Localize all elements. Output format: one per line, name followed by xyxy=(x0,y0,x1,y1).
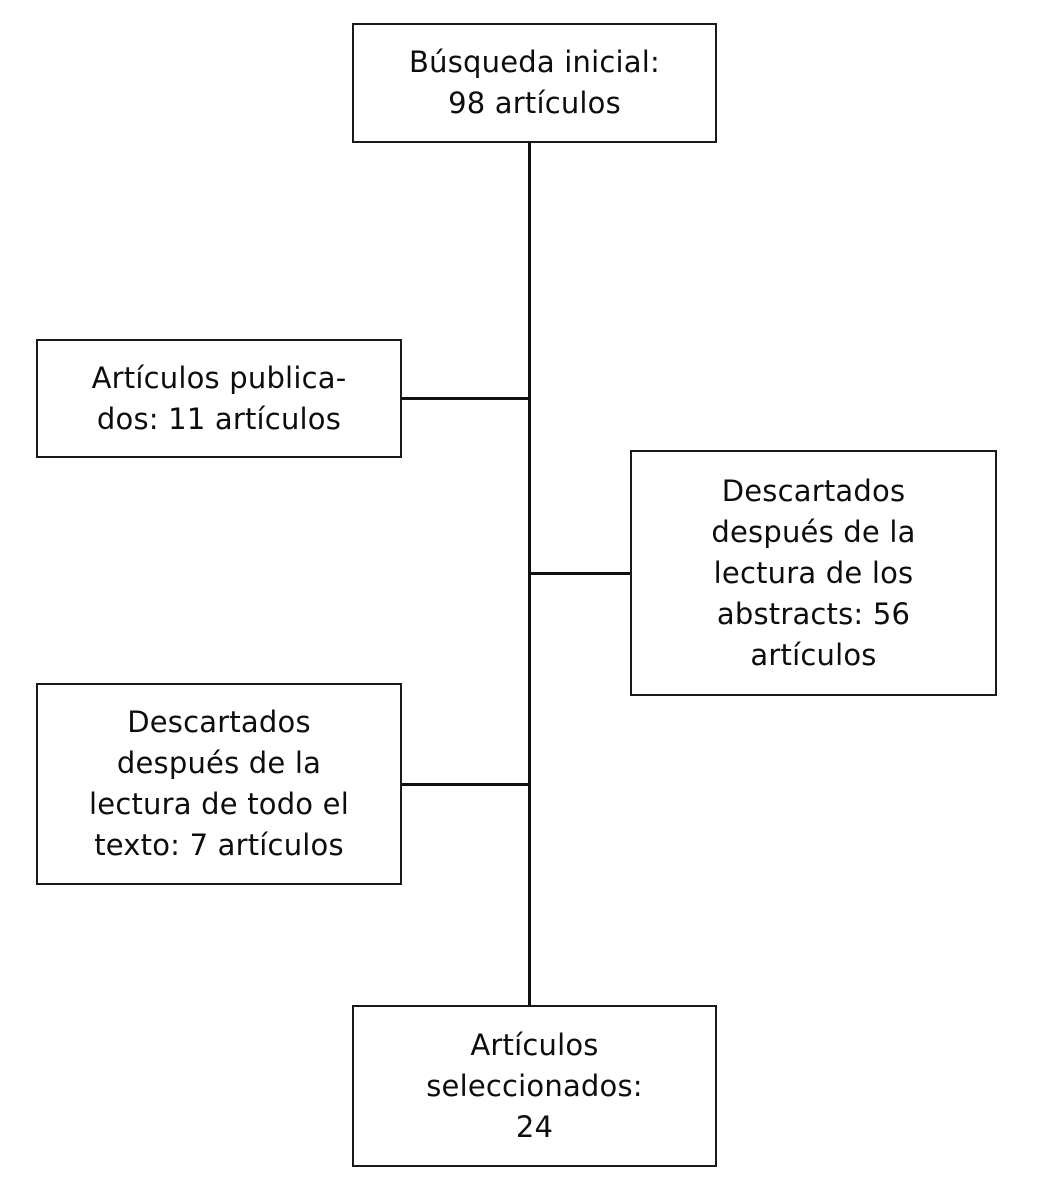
node-published-articles-label: Artículos publica- dos: 11 artículos xyxy=(91,360,347,436)
node-discarded-after-fulltext-label: Descartados después de la lectura de tod… xyxy=(89,705,349,862)
edge-to-discarded-fulltext-box xyxy=(402,783,529,786)
node-selected-articles-label: Artículos seleccionados: 24 xyxy=(426,1027,643,1144)
node-initial-search: Búsqueda inicial: 98 artículos xyxy=(352,23,717,143)
edge-to-published-box xyxy=(402,397,529,400)
node-selected-articles: Artículos seleccionados: 24 xyxy=(352,1005,717,1167)
node-published-articles: Artículos publica- dos: 11 artículos xyxy=(36,339,402,458)
node-initial-search-label: Búsqueda inicial: 98 artículos xyxy=(409,45,660,120)
edge-to-discarded-abstracts-box xyxy=(528,572,631,575)
node-discarded-after-fulltext: Descartados después de la lectura de tod… xyxy=(36,683,402,885)
node-discarded-after-abstracts-label: Descartados después de la lectura de los… xyxy=(711,473,916,672)
node-discarded-after-abstracts: Descartados después de la lectura de los… xyxy=(630,450,997,696)
